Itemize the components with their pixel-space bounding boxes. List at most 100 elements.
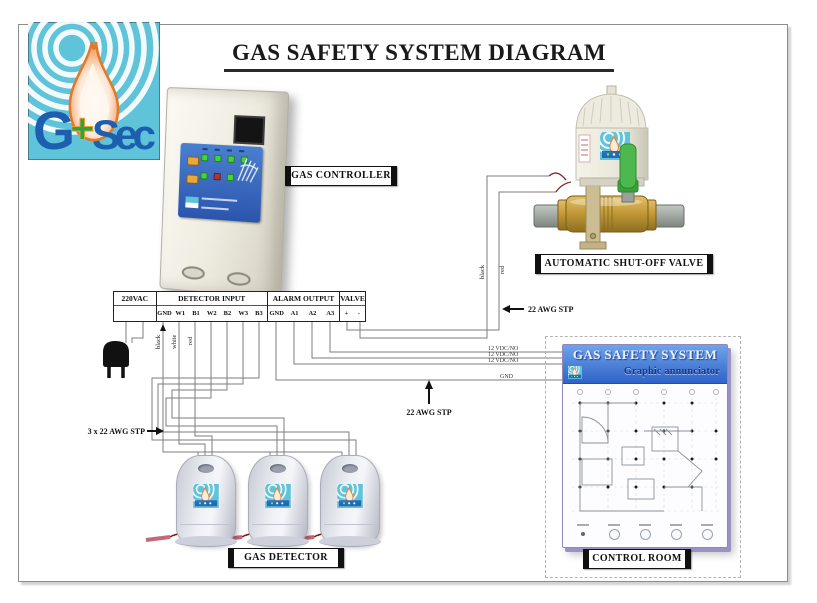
panel-logo-sticker <box>185 196 199 209</box>
terminal-w3: W3 <box>238 310 249 317</box>
green-led <box>227 155 235 164</box>
column-dots <box>578 401 718 489</box>
panel-text-line <box>201 197 238 203</box>
detector2-white-wire <box>165 322 278 460</box>
grid-bubbles <box>577 389 719 395</box>
detector-skirt <box>247 536 309 547</box>
indicator-button[interactable] <box>633 524 657 540</box>
power-plug-icon <box>103 341 129 378</box>
actuator-spec-sticker <box>578 134 591 163</box>
detector-logo-sticker <box>193 484 219 508</box>
detector-cable-label: 3 x 22 AWG STP <box>88 427 145 436</box>
valve-wire-label-black: black <box>479 264 486 279</box>
amber-button <box>186 156 199 167</box>
panel-tick <box>214 149 220 152</box>
shutoff-valve-label: AUTOMATIC SHUT-OFF VALVE <box>535 254 713 274</box>
alarm-cable-label: 22 AWG STP <box>406 408 451 417</box>
panel-tick <box>202 148 208 151</box>
detector2-red-wire <box>171 322 285 460</box>
control-room-label: CONTROL ROOM <box>583 549 691 569</box>
grid-lines <box>572 397 720 512</box>
indicator-button[interactable] <box>664 524 688 540</box>
green-led <box>200 172 208 180</box>
bracket-foot <box>579 241 607 250</box>
shutoff-valve-unit <box>533 85 685 250</box>
annunciator-panel: GAS SAFETY SYSTEM Graphic annunciator <box>562 344 728 548</box>
detector-skirt <box>319 536 381 547</box>
terminal-b2: B2 <box>223 310 232 317</box>
annunciator-title: GAS SAFETY SYSTEM <box>572 347 718 362</box>
valve-cable-arrow-icon <box>502 305 510 313</box>
terminal-w1: W1 <box>175 310 186 317</box>
valve-red-wire <box>346 191 556 331</box>
panel-tick <box>226 149 233 153</box>
valve-black-wire <box>359 175 549 339</box>
green-led <box>214 155 222 163</box>
bracket-screw <box>589 232 597 240</box>
detector-skirt <box>175 536 237 547</box>
alarm-line3-label: 12 VDC/NO <box>488 358 519 364</box>
terminal-valve-minus: - <box>357 310 360 317</box>
valve-terminal-section: VALVE + - <box>339 292 365 321</box>
terminal-valve-plus: + <box>344 310 349 317</box>
detector-vent <box>342 464 358 473</box>
detector1-red-wire <box>194 322 213 460</box>
gas-detector-2 <box>247 455 309 547</box>
panel-text-line <box>201 206 229 211</box>
valve-terminal-row: + - <box>340 306 365 321</box>
gas-detector-label: GAS DETECTOR <box>228 548 344 568</box>
burst-graphic-icon <box>236 152 260 184</box>
alarm-terminal-section: ALARM OUTPUT GND A1 A2 A3 <box>266 292 340 321</box>
terminal-w2: W2 <box>206 310 217 317</box>
floor-plan <box>572 389 720 512</box>
green-led <box>226 173 235 182</box>
power-terminal-section: 220VAC <box>114 292 156 321</box>
controller-enclosure <box>159 87 290 300</box>
controller-display-window <box>233 115 266 146</box>
terminal-b3: B3 <box>255 310 263 317</box>
indicator-row <box>571 524 719 540</box>
spec-sticker-lines <box>581 139 588 156</box>
detector3-white-wire <box>157 322 350 460</box>
valve-cable-label: 22 AWG STP <box>528 305 573 314</box>
wall-lines <box>579 402 703 512</box>
detector-logo-sticker <box>265 484 291 508</box>
alarm-cable-arrow-icon <box>425 380 433 389</box>
cable-gland-hole <box>181 265 206 281</box>
green-led <box>201 154 209 162</box>
wire-label-black: black <box>155 334 162 349</box>
terminal-a2: A2 <box>308 310 317 317</box>
indicator-power <box>571 524 595 540</box>
wire-label-red: red <box>187 336 194 345</box>
valve-section-header: VALVE <box>340 292 365 306</box>
detector-seam <box>324 524 376 525</box>
logo-plus: + <box>70 105 95 152</box>
valve-wire-label-red: red <box>499 265 506 274</box>
detector1-white-wire <box>178 322 206 460</box>
red-led <box>213 173 222 181</box>
terminal-strip: 220VAC DETECTOR INPUT GND W1 B1 W2 B2 W3… <box>113 291 366 322</box>
indicator-button[interactable] <box>695 524 719 540</box>
gsec-logo: G + Sec <box>28 22 160 160</box>
controller-led-panel <box>178 142 263 223</box>
alarm-terminal-row: GND A1 A2 A3 <box>268 306 339 321</box>
alarm-wire-a3 <box>329 322 562 353</box>
alarm-wire-a1 <box>293 322 562 365</box>
annunciator-header: GAS SAFETY SYSTEM Graphic annunciator <box>563 345 727 384</box>
detector-cable-arrow-icon <box>156 427 164 435</box>
detector-seam <box>252 524 304 525</box>
detector-terminal-row: GND W1 B1 W2 B2 W3 B3 <box>157 306 267 321</box>
gas-detector-3 <box>319 455 381 547</box>
detector-section-header: DETECTOR INPUT <box>156 292 267 306</box>
valve-stem <box>621 191 635 203</box>
control-room-zone <box>545 336 741 578</box>
power-wire-2 <box>131 322 144 343</box>
detector3-red-wire <box>151 322 357 460</box>
detector-terminal-section: DETECTOR INPUT GND W1 B1 W2 B2 W3 B3 <box>155 292 267 321</box>
gas-controller-unit <box>159 87 290 300</box>
page-title: GAS SAFETY SYSTEM DIAGRAM <box>224 40 614 72</box>
led-row-2 <box>200 172 235 182</box>
actuator-flange <box>579 177 645 187</box>
indicator-button[interactable] <box>602 524 626 540</box>
